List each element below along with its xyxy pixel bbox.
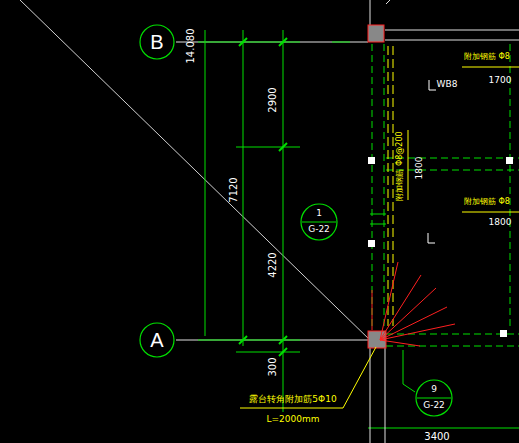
leader-line bbox=[240, 347, 376, 408]
beam-lines bbox=[370, 0, 519, 443]
callout-number: G-22 bbox=[423, 401, 445, 411]
slab-mark bbox=[428, 233, 435, 243]
grid-bubble: A bbox=[139, 322, 175, 358]
slab-mark bbox=[429, 80, 436, 90]
dimension-lines bbox=[198, 30, 519, 428]
dimension-text: 2900 bbox=[267, 87, 278, 112]
grid-line bbox=[176, 340, 368, 341]
beam-dashed bbox=[372, 44, 519, 346]
grid-bubble: B bbox=[139, 24, 175, 60]
rebar-note: L=2000mm bbox=[267, 415, 320, 425]
rebar-dashed bbox=[388, 46, 393, 326]
dimension-text: 1700 bbox=[489, 76, 512, 86]
dimension-text: 3400 bbox=[424, 431, 449, 442]
dimension-text: 7120 bbox=[228, 177, 239, 202]
grid-letter: B bbox=[150, 31, 163, 53]
grid-line bbox=[176, 42, 368, 43]
elevation-text: 14.080 bbox=[185, 29, 196, 64]
detail-callout: 9G-22 bbox=[415, 379, 453, 417]
callout-number: G-22 bbox=[308, 225, 330, 235]
dimension-text: 300 bbox=[267, 357, 278, 376]
rebar-note: 附加钢筋 Φ8 bbox=[464, 53, 510, 62]
grid-letter: A bbox=[150, 329, 163, 351]
callout-number: 1 bbox=[316, 209, 322, 219]
slab-mark-text: WB8 bbox=[437, 80, 458, 90]
column bbox=[368, 25, 384, 42]
rebar-note: 附加钢筋 Φ8@200 bbox=[396, 131, 405, 200]
dimension-text: 1800 bbox=[415, 157, 425, 180]
dimension-ticks bbox=[239, 38, 287, 356]
rebar-note: 附加钢筋 Φ8 bbox=[464, 198, 510, 207]
dimension-text: 1800 bbox=[489, 218, 512, 228]
rebar-extent bbox=[408, 67, 519, 212]
rebar-note: 露台转角附加筋5Φ10 bbox=[249, 395, 336, 405]
dimension-text: 4220 bbox=[267, 252, 278, 277]
detail-callout: 1G-22 bbox=[300, 203, 338, 241]
callout-number: 9 bbox=[431, 385, 437, 395]
diagonal-line bbox=[20, 0, 372, 342]
corner-rebars bbox=[372, 262, 455, 346]
